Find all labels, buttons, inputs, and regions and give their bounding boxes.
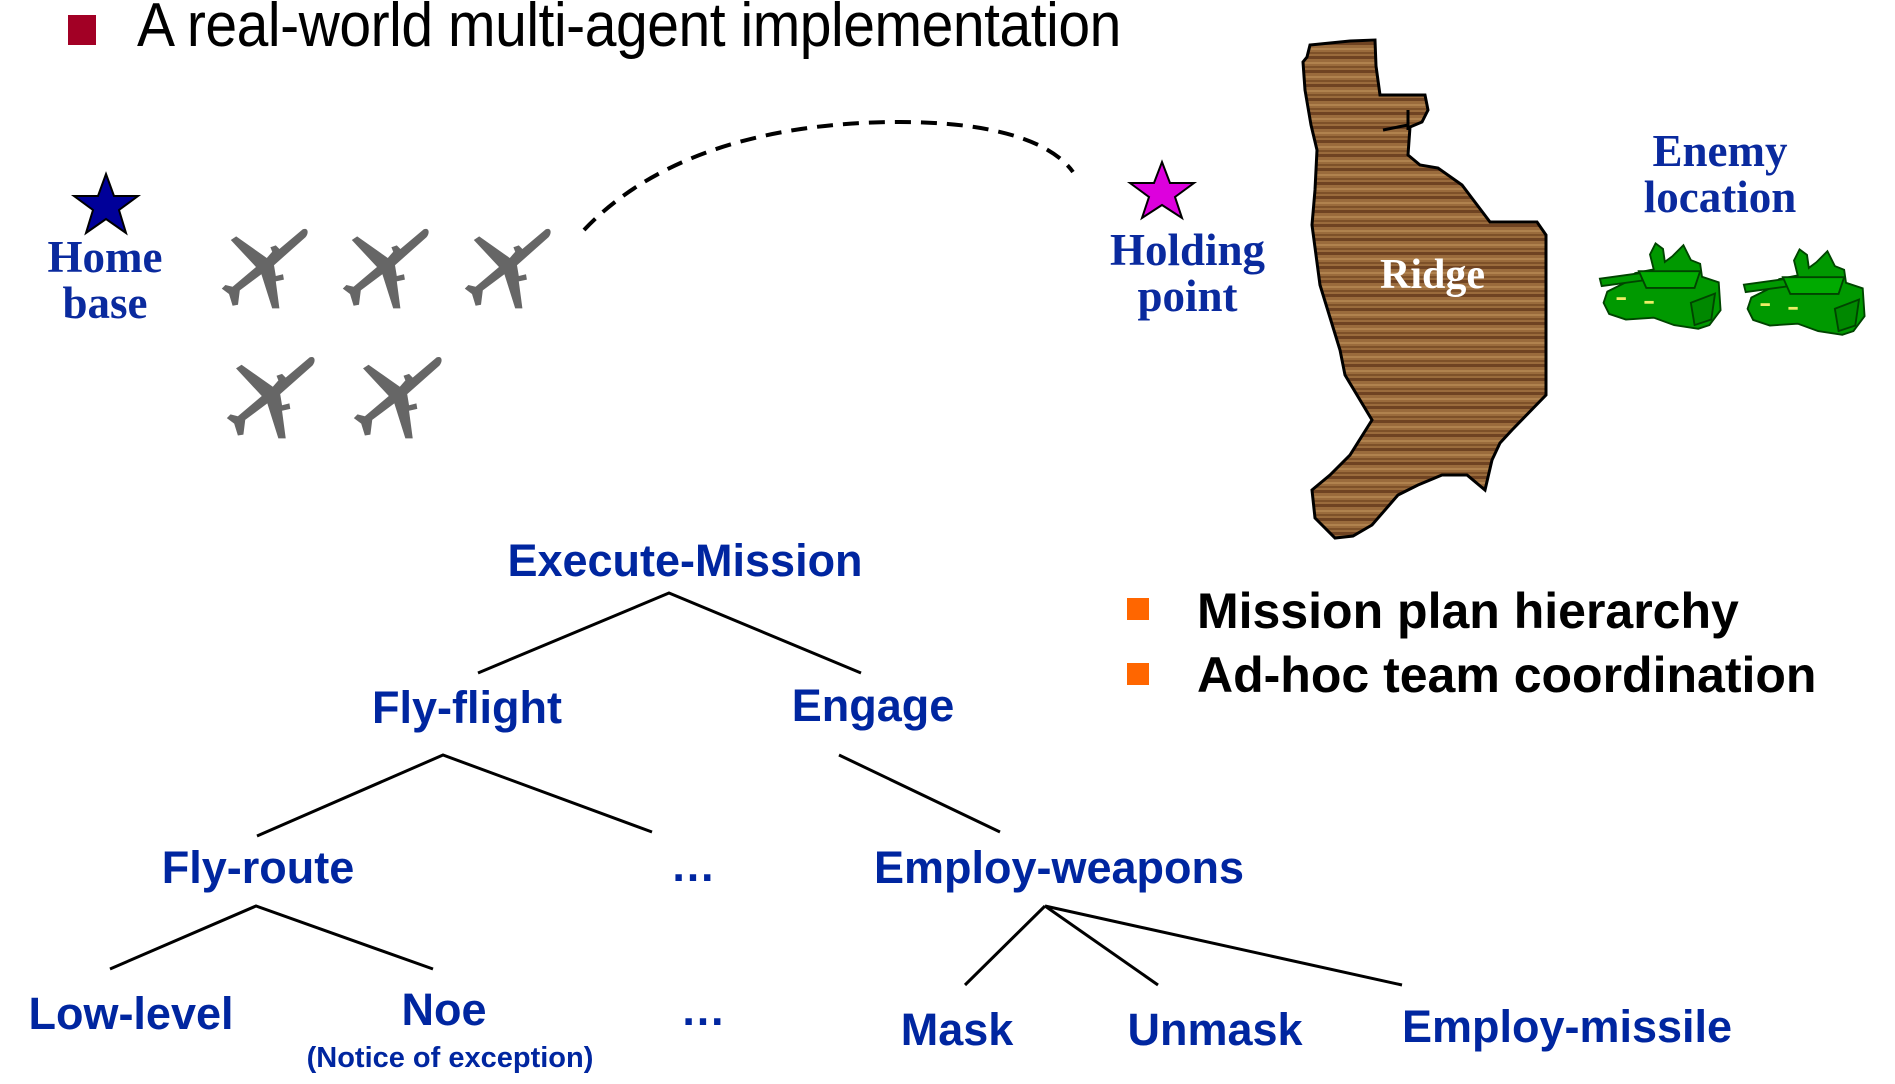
holding-point-label-line1: Holding (1109, 225, 1266, 275)
flight-path-dashed-line (582, 119, 1075, 232)
home-base-label-line2: base (62, 278, 148, 328)
home-base-star-icon (70, 171, 142, 236)
tree-node-fly-route: Fly-route (161, 842, 355, 893)
tree-node-employ-weapons: Employ-weapons (873, 842, 1245, 893)
slide-title: A real-world multi-agent implementation (137, 0, 1121, 60)
holding-point-label-line2: point (1137, 271, 1238, 321)
airplane-icon (342, 228, 429, 309)
bullet-mission-plan-hierarchy: Mission plan hierarchy (1197, 583, 1739, 639)
airplane-icon (221, 228, 308, 309)
bullet-ad-hoc-team-coordination: Ad-hoc team coordination (1197, 647, 1817, 703)
bullet-square-icon (1127, 663, 1149, 685)
enemy-tank-icon (1598, 242, 1722, 330)
tree-node-fly-flight: Fly-flight (372, 682, 562, 733)
tree-node-noe: Noe (401, 984, 487, 1035)
edge-mask (963, 904, 1047, 987)
tree-node-engage: Engage (791, 680, 955, 731)
ridge-terrain (1301, 38, 1548, 540)
tree-node-noe-note: (Notice of exception) (306, 1042, 594, 1074)
edge-employ-missile (1044, 904, 1403, 987)
tree-edges (109, 591, 1403, 987)
edge-root (477, 591, 862, 675)
home-base-label: Home base (44, 234, 166, 326)
tree-node-execute-mission: Execute-Mission (507, 535, 863, 586)
edge-engage (838, 753, 1001, 834)
bullet-square-icon (1127, 598, 1149, 620)
tree-node-ellipsis-level3: … (680, 984, 726, 1035)
tree-node-low-level: Low-level (28, 988, 234, 1039)
airplane-icon (226, 356, 315, 439)
airplane-icon (353, 356, 442, 439)
ridge-label: Ridge (1380, 252, 1485, 298)
edge-fly-flight (256, 753, 653, 838)
home-base-label-line1: Home (47, 232, 163, 282)
tree-node-unmask: Unmask (1127, 1004, 1303, 1055)
enemy-location-label: Enemy location (1630, 128, 1810, 220)
holding-point-label: Holding point (1095, 227, 1280, 319)
edge-unmask (1044, 904, 1159, 987)
edge-fly-route (109, 904, 434, 971)
enemy-label-line2: location (1643, 172, 1797, 222)
ridge-crack (1382, 110, 1410, 132)
airplane-icon (464, 228, 551, 309)
enemy-tank-icon (1742, 248, 1866, 336)
holding-point-star-icon (1126, 159, 1198, 221)
tree-node-mask: Mask (900, 1004, 1014, 1055)
tree-node-ellipsis-level2: … (670, 840, 716, 891)
tree-node-employ-missile: Employ-missile (1401, 1001, 1733, 1052)
title-bullet (68, 15, 96, 45)
enemy-label-line1: Enemy (1652, 126, 1788, 176)
